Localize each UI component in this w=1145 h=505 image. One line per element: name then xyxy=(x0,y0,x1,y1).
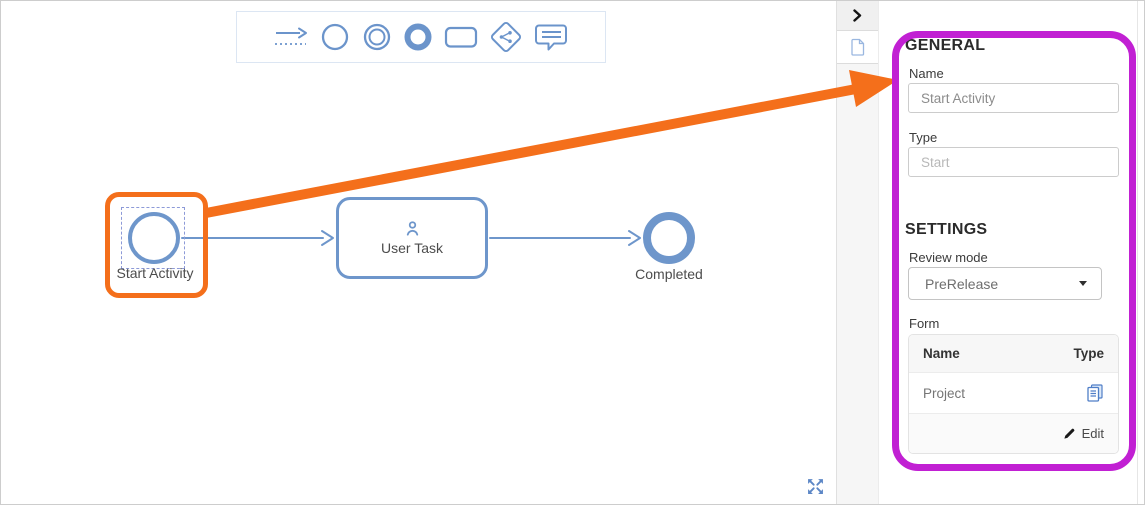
review-mode-select[interactable]: PreRelease xyxy=(908,267,1102,300)
review-mode-label: Review mode xyxy=(909,250,988,265)
settings-section-title: SETTINGS xyxy=(905,221,988,238)
name-input[interactable] xyxy=(908,83,1119,113)
start-event-label: Start Activity xyxy=(116,265,194,281)
start-event-node[interactable] xyxy=(128,212,180,264)
review-mode-value: PreRelease xyxy=(925,275,999,292)
form-label: Form xyxy=(909,316,940,331)
form-table-header: Name Type xyxy=(909,335,1118,372)
edit-form-button[interactable]: Edit xyxy=(1081,426,1104,441)
user-task-label: User Task xyxy=(381,240,443,256)
document-tab-icon xyxy=(851,38,865,56)
form-header-type: Type xyxy=(1073,346,1104,361)
form-table: Name Type Project Edit xyxy=(908,334,1119,454)
type-field-label: Type xyxy=(909,130,938,145)
start-event-icon[interactable] xyxy=(320,22,350,52)
end-event-label: Completed xyxy=(635,266,703,282)
properties-panel-content: GENERAL Name Type SETTINGS Review mode P… xyxy=(905,37,1121,497)
name-field-label: Name xyxy=(909,66,944,81)
user-task-node[interactable]: User Task xyxy=(336,197,488,279)
shape-palette-toolbar xyxy=(236,11,606,63)
expand-canvas-icon[interactable] xyxy=(807,478,825,496)
collapse-panel-button[interactable] xyxy=(837,1,878,31)
annotation-icon[interactable] xyxy=(533,22,569,52)
sequence-flow-icon[interactable] xyxy=(273,24,309,51)
type-input[interactable] xyxy=(908,147,1119,177)
document-icon xyxy=(1087,384,1103,402)
chevron-down-icon xyxy=(1079,281,1087,286)
panel-tab-strip xyxy=(836,1,879,504)
properties-tab[interactable] xyxy=(837,31,878,64)
form-row-name: Project xyxy=(923,385,966,401)
diagram-canvas[interactable]: Start Activity User Task Completed xyxy=(1,1,836,504)
general-section-title: GENERAL xyxy=(905,37,986,54)
pencil-icon[interactable] xyxy=(1063,427,1076,440)
end-event-icon[interactable] xyxy=(403,22,433,52)
user-icon xyxy=(406,221,418,236)
form-table-footer: Edit xyxy=(909,413,1118,453)
gateway-icon[interactable] xyxy=(490,21,522,53)
intermediate-event-icon[interactable] xyxy=(362,22,392,52)
task-icon[interactable] xyxy=(444,22,478,52)
form-table-row[interactable]: Project xyxy=(909,372,1118,413)
form-header-name: Name xyxy=(923,346,960,361)
end-event-node[interactable] xyxy=(643,212,695,264)
chevron-right-icon xyxy=(853,9,862,22)
